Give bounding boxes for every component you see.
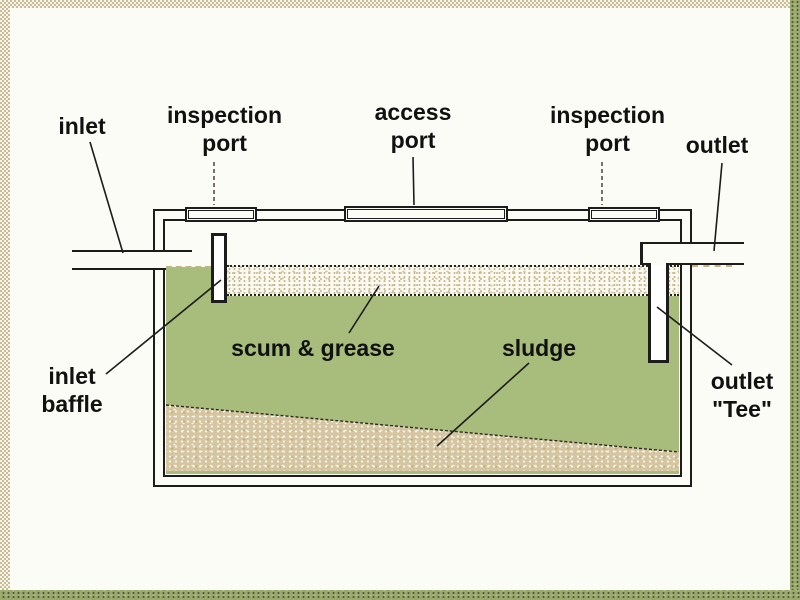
label-outlet: outlet bbox=[676, 131, 758, 159]
inlet-pipe-top-line bbox=[72, 250, 192, 252]
leader-inlet bbox=[89, 141, 124, 254]
outlet-pipe-bottom-line-left bbox=[640, 263, 651, 265]
frame-border-bottom bbox=[0, 590, 800, 600]
outlet-pipe-bottom-line-right bbox=[666, 263, 744, 265]
inspection-port-right-lid bbox=[591, 210, 657, 219]
label-line1: outlet bbox=[710, 368, 774, 394]
label-inlet-baffle: inlet baffle bbox=[20, 362, 124, 418]
inlet-pipe-bottom-line bbox=[72, 268, 166, 270]
label-inspection-port-left: inspection port bbox=[152, 101, 297, 157]
label-line1: access bbox=[374, 99, 452, 125]
liquid-surface-line-left bbox=[166, 266, 211, 268]
frame-border-top bbox=[0, 0, 800, 8]
access-port-lid bbox=[347, 209, 505, 219]
inspection-port-right-shape bbox=[588, 207, 660, 222]
label-sludge: sludge bbox=[487, 334, 591, 362]
label-inlet-text: inlet bbox=[58, 113, 106, 139]
frame-border-left bbox=[0, 0, 10, 600]
label-line1: inspection bbox=[166, 102, 282, 128]
label-line2: "Tee" bbox=[712, 396, 772, 422]
label-line2: port bbox=[585, 130, 630, 156]
outlet-pipe bbox=[640, 242, 744, 265]
scum-grease-layer bbox=[227, 265, 679, 296]
inlet-pipe-overhang bbox=[166, 252, 191, 267]
inlet-baffle-shape bbox=[211, 233, 227, 303]
label-outlet-tee: outlet "Tee" bbox=[696, 367, 788, 423]
label-inspection-port-right: inspection port bbox=[535, 101, 680, 157]
label-access-port: access port bbox=[352, 98, 474, 154]
label-outlet-text: outlet bbox=[685, 132, 749, 158]
label-line2: port bbox=[202, 130, 247, 156]
label-line1: inspection bbox=[549, 102, 665, 128]
label-scum-grease: scum & grease bbox=[226, 334, 400, 362]
label-sludge-text: sludge bbox=[501, 335, 577, 361]
label-scum-text: scum & grease bbox=[231, 335, 395, 361]
inspection-port-left-lid bbox=[188, 210, 254, 219]
leader-access-port bbox=[412, 156, 415, 206]
access-port-shape bbox=[344, 206, 508, 222]
label-line1: inlet bbox=[48, 363, 96, 389]
frame-border-right bbox=[790, 0, 800, 600]
inlet-pipe bbox=[72, 252, 166, 268]
inspection-port-left-shape bbox=[185, 207, 257, 222]
label-line2: port bbox=[390, 127, 436, 153]
leader-outlet bbox=[713, 162, 723, 252]
label-line2: baffle bbox=[41, 391, 103, 417]
label-inlet: inlet bbox=[40, 112, 124, 140]
liquid-surface-line-right bbox=[692, 265, 732, 267]
